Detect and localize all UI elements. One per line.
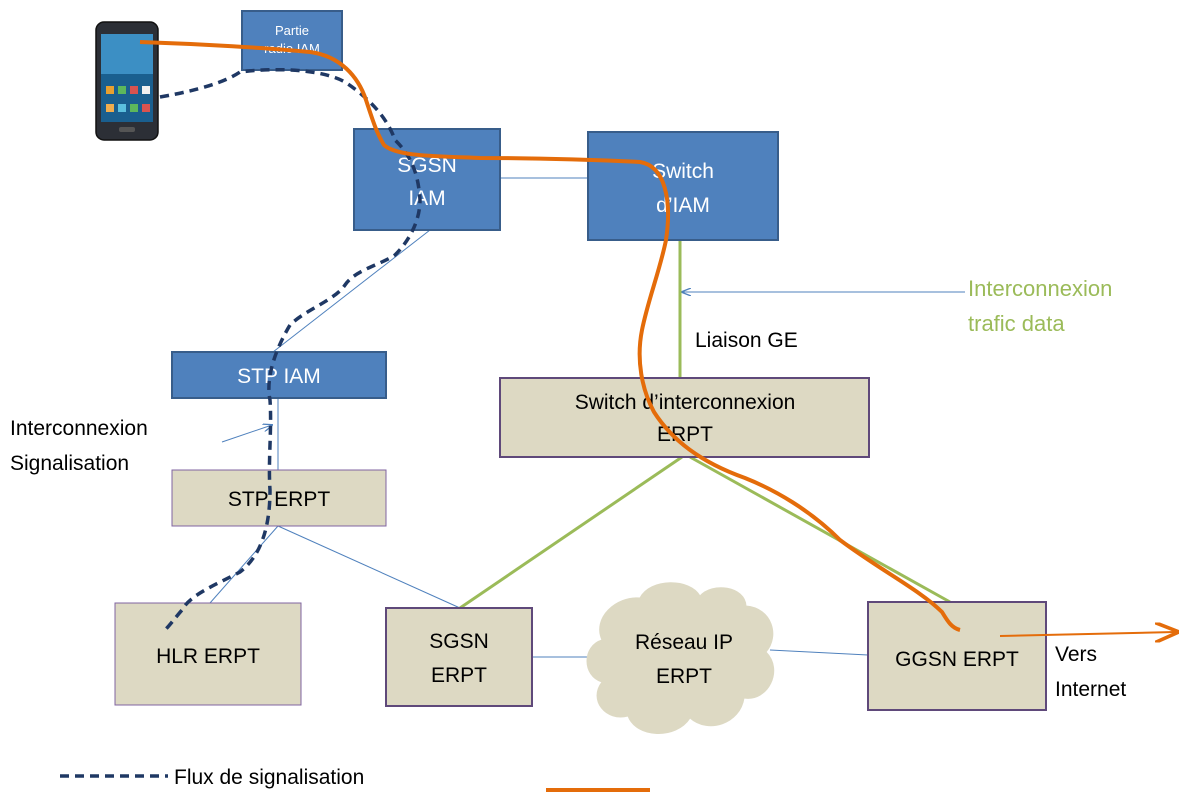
vers-internet-arrow <box>999 632 1175 636</box>
link-stperpt-hlr <box>209 525 279 604</box>
svg-text:SGSN: SGSN <box>397 154 457 177</box>
smartphone-icon <box>95 21 159 141</box>
vers-internet-label-2: Internet <box>1055 678 1126 701</box>
link-stperpt-sgsnerpt <box>277 525 461 609</box>
interco-sig-pointer <box>221 425 272 443</box>
node-switch-iam[interactable]: Switch d’IAM <box>587 131 779 241</box>
svg-text:Réseau IP: Réseau IP <box>635 631 733 654</box>
svg-text:STP IAM: STP IAM <box>237 365 321 388</box>
svg-text:Switch d’interconnexion: Switch d’interconnexion <box>575 391 796 414</box>
green-to-sgsn <box>459 455 683 610</box>
vers-internet-label-1: Vers <box>1055 643 1097 666</box>
svg-text:ERPT: ERPT <box>657 423 713 446</box>
node-stp-erpt[interactable]: STP ERPT <box>171 469 387 527</box>
green-to-ggsn <box>689 455 951 604</box>
node-hlr-erpt[interactable]: HLR ERPT <box>114 602 302 706</box>
svg-text:d’IAM: d’IAM <box>656 194 710 217</box>
svg-text:SGSN: SGSN <box>429 630 489 653</box>
svg-text:STP ERPT: STP ERPT <box>228 488 330 511</box>
node-sgsn-iam[interactable]: SGSN IAM <box>353 128 501 231</box>
legend-signal-label: Flux de signalisation <box>174 766 364 789</box>
liaison-ge-label: Liaison GE <box>695 329 798 352</box>
legend: Flux de signalisation <box>60 766 650 792</box>
cloud-icon <box>586 582 775 734</box>
node-stp-iam[interactable]: STP IAM <box>171 351 387 399</box>
svg-text:ERPT: ERPT <box>656 665 712 688</box>
svg-text:Partie: Partie <box>275 23 309 38</box>
interco-sig-label-1: Interconnexion <box>10 417 148 440</box>
link-sgsn-stp <box>272 229 431 353</box>
data-flow-path <box>139 40 961 632</box>
svg-text:Switch: Switch <box>652 160 714 183</box>
svg-text:HLR ERPT: HLR ERPT <box>156 645 260 668</box>
svg-text:IAM: IAM <box>408 187 445 210</box>
interco-data-label-2: trafic data <box>968 311 1065 336</box>
node-ggsn-erpt[interactable]: GGSN ERPT <box>867 601 1047 711</box>
node-reseau-ip-erpt[interactable]: Réseau IP ERPT <box>586 582 775 734</box>
signaling-flow-path <box>159 67 422 632</box>
node-sgsn-erpt[interactable]: SGSN ERPT <box>385 607 533 707</box>
link-cloud-ggsn <box>769 649 869 656</box>
interco-data-label-1: Interconnexion <box>968 276 1112 301</box>
svg-text:ERPT: ERPT <box>431 664 487 687</box>
node-radio-iam[interactable]: Partie radio IAM <box>241 10 343 71</box>
svg-text:GGSN ERPT: GGSN ERPT <box>895 648 1019 671</box>
interco-sig-label-2: Signalisation <box>10 452 129 475</box>
